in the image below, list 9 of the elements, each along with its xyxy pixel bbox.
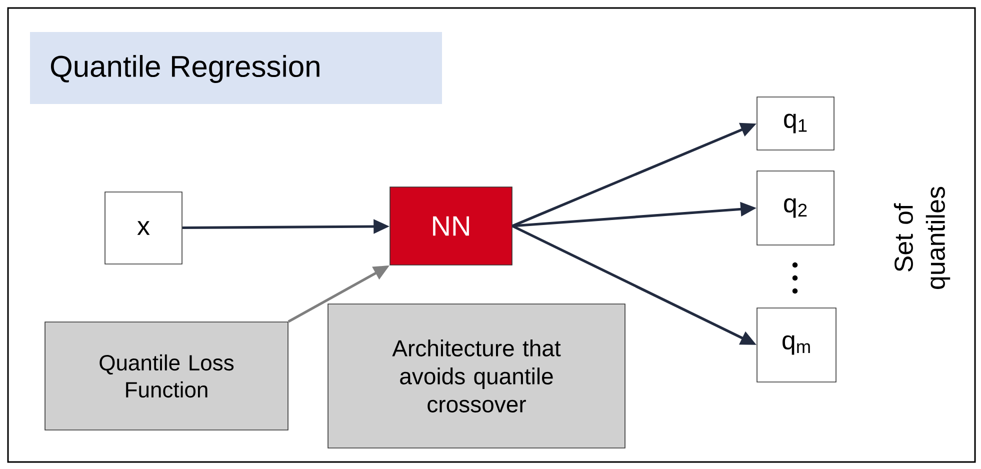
input-box: x <box>104 192 182 264</box>
output-box: q$_{1}$ <box>756 96 834 150</box>
output-box: q$_{2}$ <box>756 170 834 246</box>
title-band: Quantile Regression <box>30 32 442 104</box>
axis-label: Set of quantiles <box>894 186 950 289</box>
loss-function-box: Quantile Loss Function <box>44 322 288 430</box>
architecture-box: Architecture that avoids quantile crossover <box>328 304 626 448</box>
output-box: q$_{m}$ <box>756 308 836 382</box>
network-box: NN <box>390 186 512 266</box>
